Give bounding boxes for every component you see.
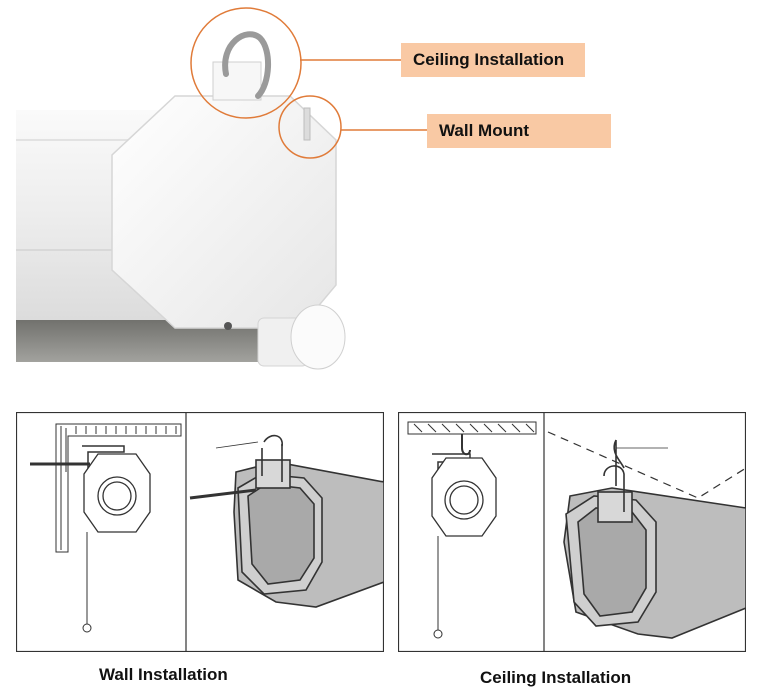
ceiling-installation-diagram	[398, 412, 746, 652]
roller-knob	[290, 304, 346, 370]
ceiling-dashed-line	[547, 431, 746, 499]
ceiling-installation-callout: Ceiling Installation	[401, 43, 585, 77]
ceiling-installation-caption: Ceiling Installation	[480, 668, 632, 687]
ceiling-housing-3d	[563, 439, 746, 639]
wall-mount-callout: Wall Mount	[427, 114, 611, 148]
projector-screen-photo	[16, 7, 427, 370]
ceiling-plate	[407, 421, 537, 435]
wall-housing-3d	[189, 434, 384, 608]
pull-cord-ring	[82, 623, 92, 633]
ceiling-pull-cord-ring	[433, 629, 443, 639]
wall-corner	[55, 423, 182, 553]
wall-mount-keyhole	[303, 107, 311, 141]
end-cap	[111, 95, 337, 329]
ceiling-hook-ring	[222, 31, 272, 99]
wall-installation-caption: Wall Installation	[99, 665, 228, 684]
ceiling-callout-circle	[190, 7, 302, 119]
ceiling-endcap-outline	[431, 457, 497, 537]
wall-installation-diagram	[16, 412, 384, 652]
wall-endcap-outline	[83, 453, 151, 533]
wall-callout-circle	[278, 95, 342, 159]
